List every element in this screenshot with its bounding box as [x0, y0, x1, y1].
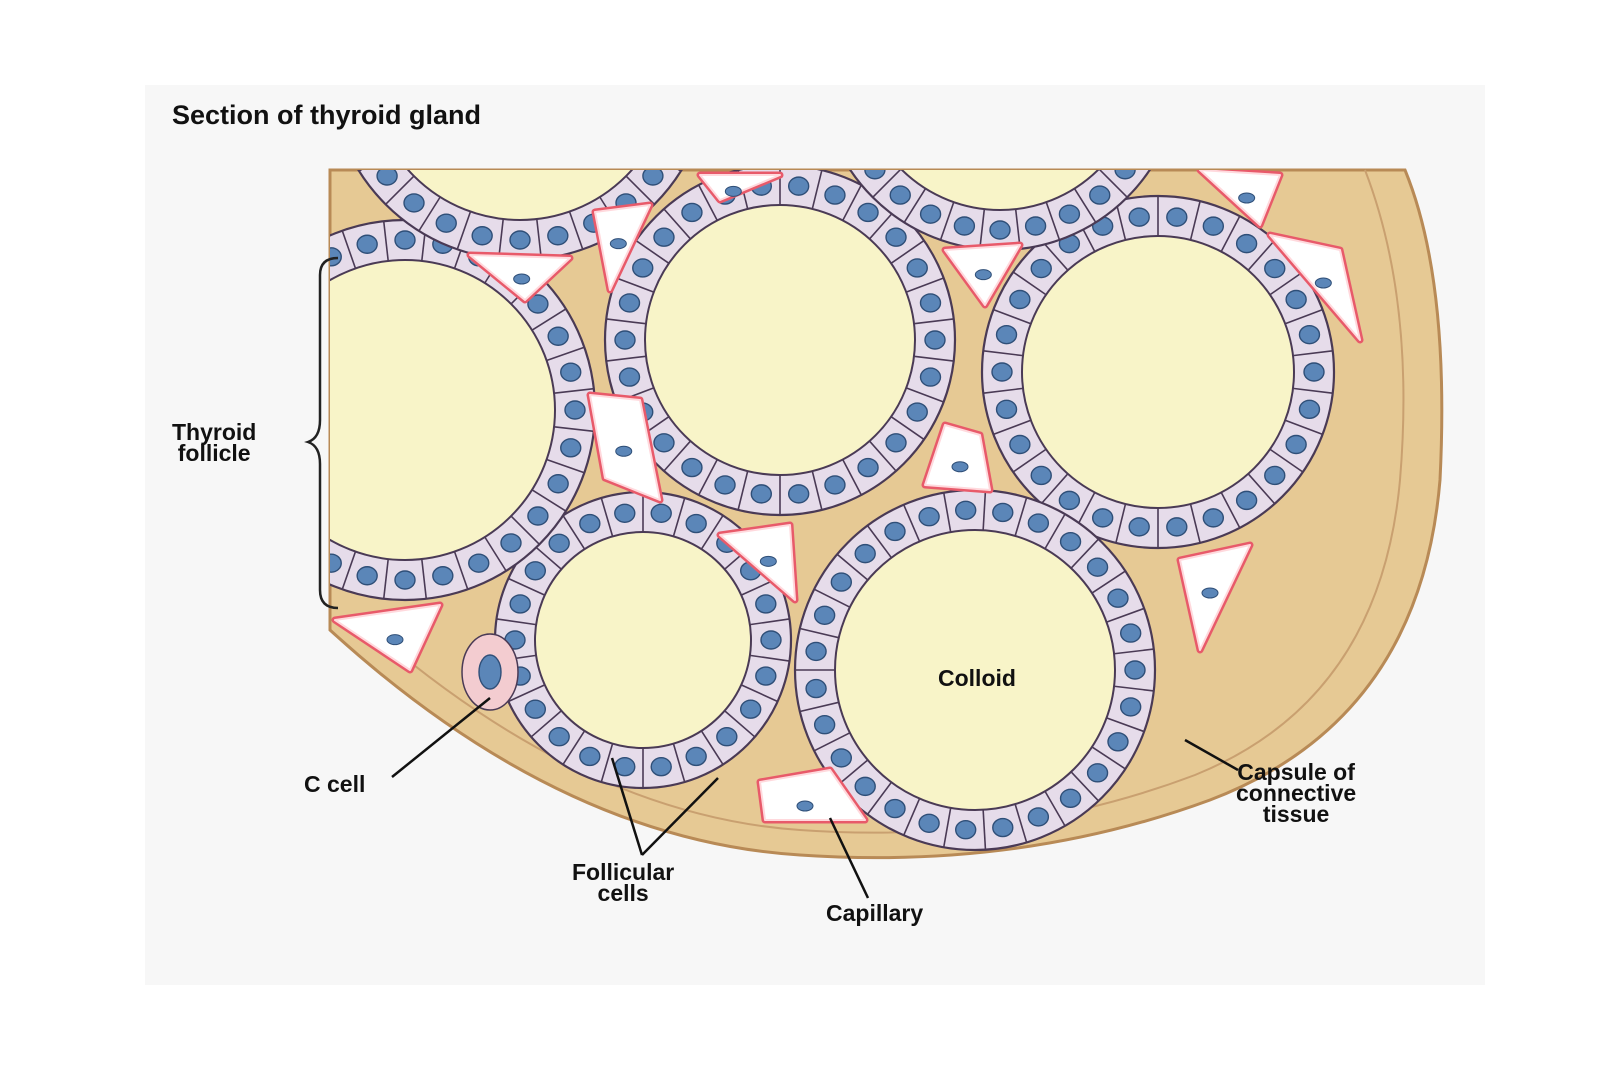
- follicular-cells-leader-1: [612, 758, 642, 855]
- follicular-cells-leader-2: [642, 778, 718, 855]
- label-c-cell: C cell: [304, 774, 365, 795]
- diagram-title: Section of thyroid gland: [172, 100, 481, 131]
- label-colloid: Colloid: [938, 668, 1016, 689]
- capsule-leader: [1185, 740, 1238, 770]
- label-capsule-line3: tissue: [1236, 804, 1356, 825]
- c-cell-leader: [392, 698, 490, 777]
- label-follicular-cells: Follicular cells: [572, 862, 674, 904]
- label-capillary: Capillary: [826, 903, 923, 924]
- label-thyroid-follicle: Thyroid follicle: [172, 422, 256, 464]
- label-follicle-line2: follicle: [172, 443, 256, 464]
- label-cells-line2: cells: [572, 883, 674, 904]
- label-capsule: Capsule of connective tissue: [1236, 762, 1356, 825]
- capillary-leader: [830, 818, 868, 898]
